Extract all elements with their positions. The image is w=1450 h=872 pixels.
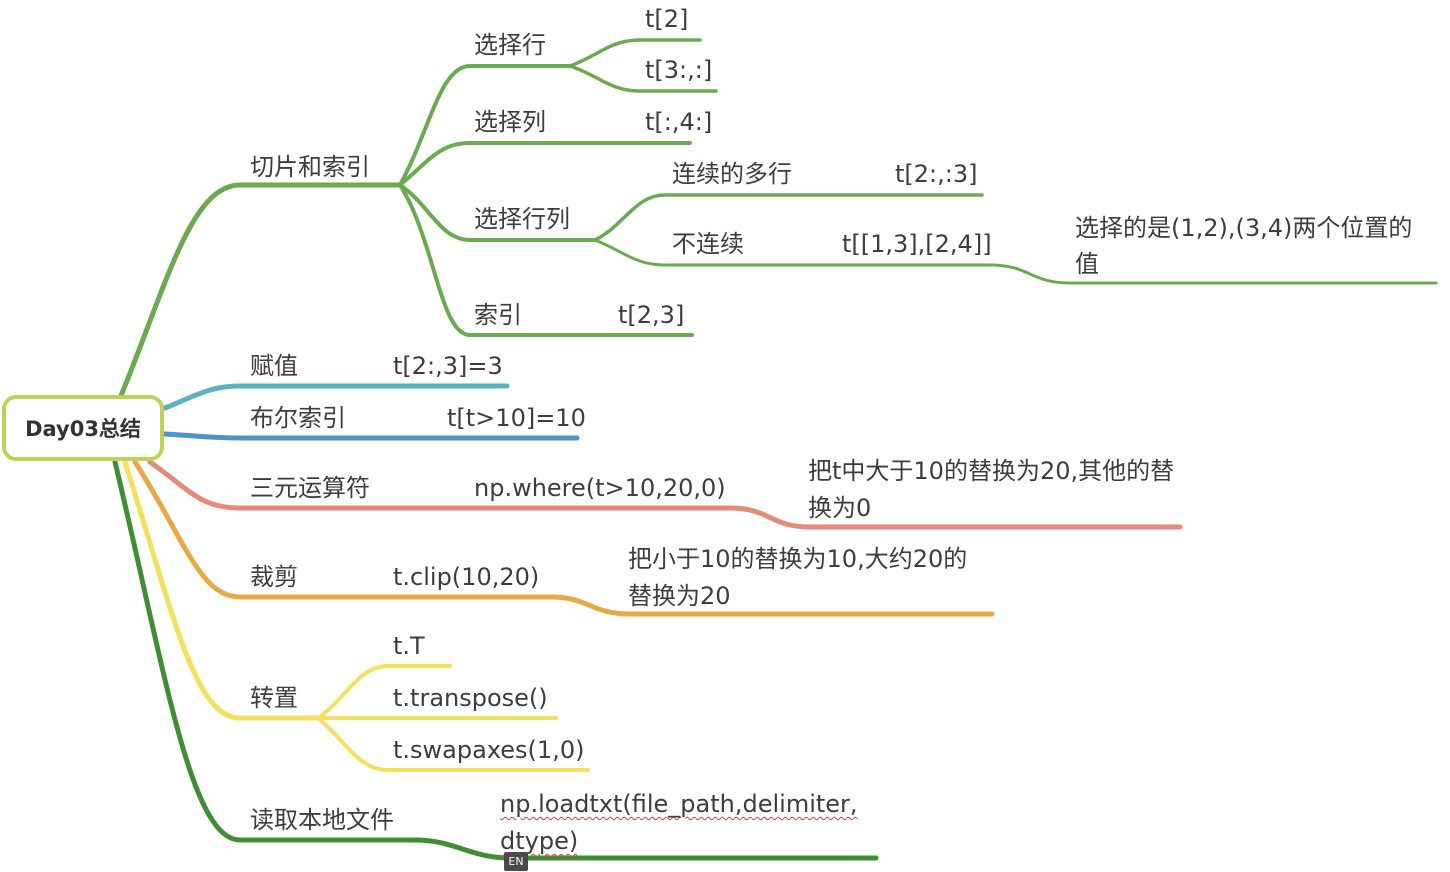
- edge-rowcol-noncontiguous: [593, 238, 1438, 285]
- node-transpose-ex2[interactable]: t.transpose(): [393, 684, 548, 712]
- node-transpose[interactable]: 转置: [250, 684, 298, 712]
- node-select-row-ex1[interactable]: t[2]: [645, 5, 689, 33]
- node-select-row-ex2[interactable]: t[3:,:]: [645, 56, 713, 84]
- node-bool-index[interactable]: 布尔索引: [250, 404, 346, 432]
- edge-rowcol-contiguous: [593, 193, 984, 242]
- edge-root-slicing: [117, 182, 403, 401]
- edge-slicing-select-row: [398, 64, 572, 187]
- node-select-col[interactable]: 选择列: [474, 108, 546, 136]
- edge-root-ternary: [147, 459, 1183, 530]
- node-index[interactable]: 索引: [474, 301, 522, 329]
- node-slicing[interactable]: 切片和索引: [250, 153, 370, 181]
- edge-transpose-ex1: [316, 664, 452, 720]
- edge-transpose-ex3: [316, 716, 590, 772]
- edge-select-row-ex1: [568, 38, 702, 68]
- edge-slicing-select-col: [398, 141, 692, 187]
- node-load-ex[interactable]: np.loadtxt(file_path,delimiter,dtype): [500, 790, 858, 855]
- edge-root-clip: [132, 459, 995, 617]
- edge-root-transpose: [122, 459, 321, 721]
- root-node[interactable]: Day03总结: [2, 395, 164, 461]
- edge-slicing-select-rowcol: [398, 183, 597, 242]
- node-select-col-ex[interactable]: t[:,4:]: [645, 108, 713, 136]
- node-ternary-ex[interactable]: np.where(t>10,20,0): [474, 474, 726, 502]
- edge-root-load: [112, 459, 879, 861]
- node-clip-note[interactable]: 把小于10的替换为10,大约20的替换为20: [628, 545, 968, 610]
- root-label: Day03总结: [25, 417, 141, 441]
- node-load[interactable]: 读取本地文件: [250, 806, 394, 834]
- node-select-rowcol[interactable]: 选择行列: [474, 205, 570, 233]
- edge-root-bool-index: [162, 431, 580, 441]
- node-select-row[interactable]: 选择行: [474, 31, 546, 59]
- node-assign[interactable]: 赋值: [250, 352, 298, 380]
- node-rowcol-noncontiguous[interactable]: 不连续: [672, 230, 744, 258]
- node-ternary[interactable]: 三元运算符: [250, 474, 370, 502]
- node-rowcol-noncontiguous-note[interactable]: 选择的是(1,2),(3,4)两个位置的值: [1075, 214, 1413, 278]
- node-clip[interactable]: 裁剪: [250, 563, 298, 591]
- edge-slicing-index: [398, 183, 694, 337]
- edge-root-assign: [162, 383, 510, 411]
- edge-select-row-ex2: [568, 64, 718, 93]
- node-index-ex[interactable]: t[2,3]: [618, 301, 685, 329]
- node-transpose-ex1[interactable]: t.T: [393, 632, 425, 660]
- node-rowcol-contiguous-ex[interactable]: t[2:,:3]: [895, 160, 978, 188]
- node-clip-ex[interactable]: t.clip(10,20): [393, 563, 540, 591]
- node-bool-index-ex[interactable]: t[t>10]=10: [447, 404, 586, 432]
- node-rowcol-contiguous[interactable]: 连续的多行: [672, 160, 792, 188]
- ime-language-badge: EN: [504, 852, 528, 871]
- node-ternary-note[interactable]: 把t中大于10的替换为20,其他的替换为0: [808, 457, 1175, 522]
- node-transpose-ex3[interactable]: t.swapaxes(1,0): [393, 736, 585, 764]
- node-rowcol-noncontiguous-ex[interactable]: t[[1,3],[2,4]]: [842, 230, 992, 258]
- node-assign-ex[interactable]: t[2:,3]=3: [393, 352, 503, 380]
